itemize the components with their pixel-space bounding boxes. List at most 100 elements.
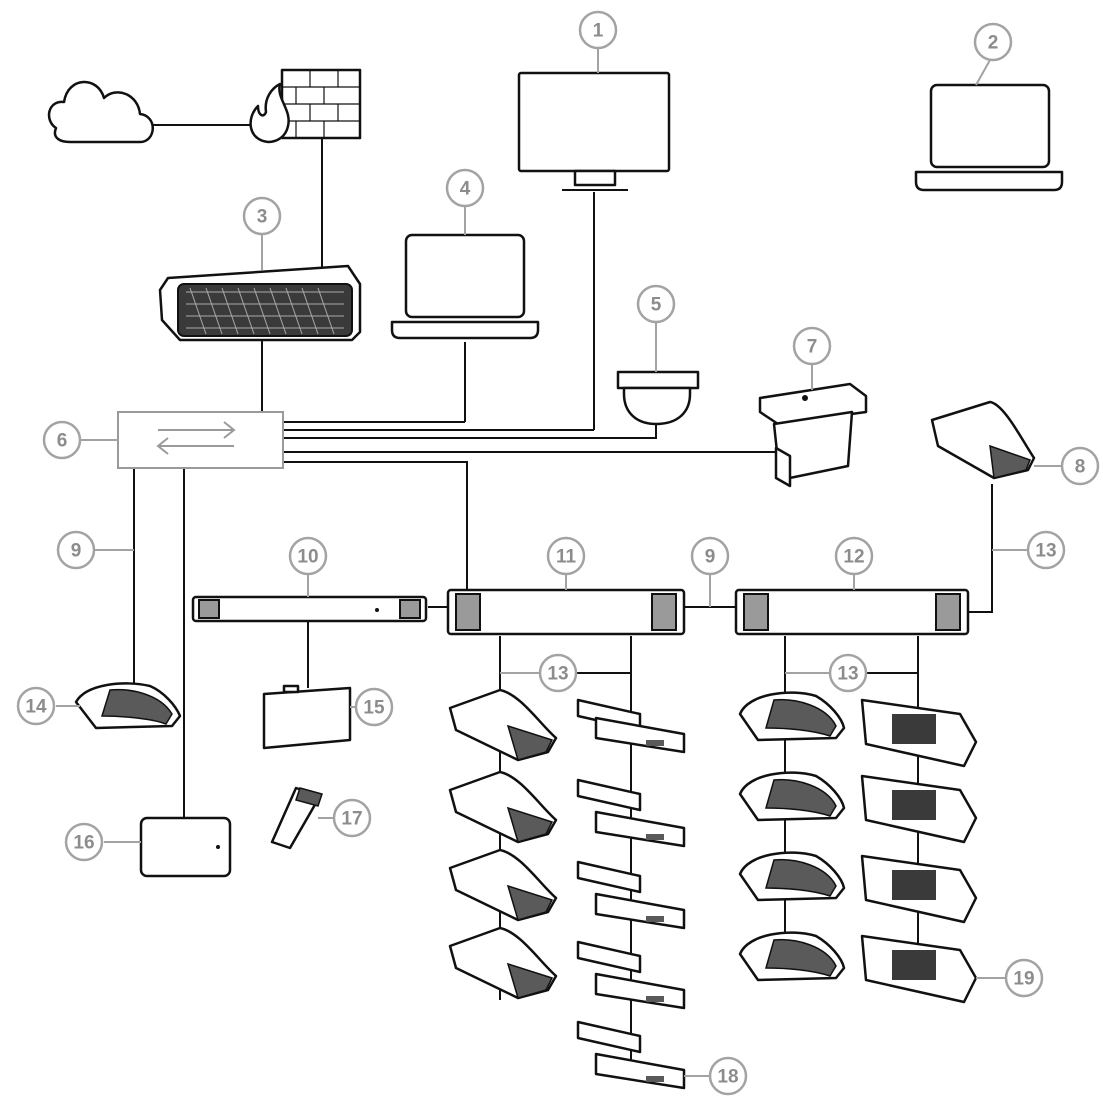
server-icon [158, 264, 362, 342]
dual-unit-icon [576, 698, 686, 754]
callout-1: 1 [578, 10, 618, 50]
touchscreen-device-icon [860, 934, 978, 1004]
callout-number: 9 [705, 547, 716, 568]
callout-number: 7 [807, 337, 818, 358]
callout-15: 15 [354, 687, 394, 727]
callout-circle [64, 822, 104, 862]
callout-number: 11 [556, 547, 577, 568]
callout-6: 6 [42, 420, 82, 460]
callout-13c: 13 [828, 653, 868, 693]
callout-number: 5 [651, 295, 662, 316]
callout-number: 13 [837, 664, 858, 685]
callout-circle [973, 22, 1013, 62]
callout-18: 18 [708, 1056, 748, 1096]
power-extender-icon [446, 588, 686, 636]
callout-number: 16 [73, 833, 94, 854]
dual-unit-icon [576, 860, 686, 930]
callout-16: 16 [64, 822, 104, 862]
callout-19: 19 [1004, 958, 1044, 998]
callout-circle [538, 653, 578, 693]
callout-circle [708, 1056, 748, 1096]
monitor-icon [517, 71, 671, 191]
callout-number: 8 [1075, 457, 1086, 478]
callout-9a: 9 [56, 530, 96, 570]
tablet-icon [139, 816, 232, 878]
callout-circle [636, 284, 676, 324]
firewall-icon [249, 68, 362, 144]
callout-17: 17 [332, 798, 372, 838]
discussion-device-icon [930, 400, 1036, 480]
callout-circle [1004, 958, 1044, 998]
callout-5: 5 [636, 284, 676, 324]
callout-number: 1 [593, 21, 604, 42]
callout-circle [445, 168, 485, 208]
callout-number: 10 [297, 547, 318, 568]
callout-circle [56, 530, 96, 570]
callout-11: 11 [546, 536, 586, 576]
callout-12: 12 [834, 536, 874, 576]
dome-camera-icon [616, 370, 700, 426]
callout-circle [546, 536, 586, 576]
discussion-device-icon [738, 691, 846, 742]
callout-number: 17 [341, 809, 362, 830]
callout-circle [242, 196, 282, 236]
multimedia-device-icon [448, 848, 558, 922]
flush-device-icon [758, 382, 868, 488]
touchscreen-device-icon [860, 774, 978, 844]
callout-number: 18 [717, 1067, 738, 1088]
callout-14: 14 [16, 686, 56, 726]
device-column-b [576, 698, 686, 1090]
control-unit-icon [191, 595, 428, 623]
laptop-icon [390, 233, 540, 340]
callout-number: 6 [57, 431, 68, 452]
network-switch-icon [117, 411, 284, 469]
callout-9b: 9 [690, 536, 730, 576]
callout-circle [834, 536, 874, 576]
device-column-d [860, 698, 978, 1004]
callout-circle [332, 798, 372, 838]
callout-number: 4 [460, 179, 471, 200]
dual-unit-icon [576, 1020, 686, 1090]
callout-circle [16, 686, 56, 726]
access-point-icon [262, 684, 352, 750]
callout-13b: 13 [538, 653, 578, 693]
wireless-mic-icon [270, 786, 323, 850]
callout-circle [288, 536, 328, 576]
callout-circle [354, 687, 394, 727]
callout-2: 2 [973, 22, 1013, 62]
callout-number: 15 [363, 698, 385, 719]
callout-number: 13 [1035, 541, 1056, 562]
callout-circle [828, 653, 868, 693]
device-column-a [448, 688, 558, 1000]
callout-number: 3 [257, 207, 268, 228]
callout-4: 4 [445, 168, 485, 208]
touchscreen-device-icon [860, 854, 978, 924]
callout-circle [1026, 530, 1066, 570]
callout-10: 10 [288, 536, 328, 576]
dual-unit-icon [576, 940, 686, 1010]
callout-number: 19 [1013, 969, 1034, 990]
dual-unit-icon [576, 778, 686, 848]
callout-circle [1060, 446, 1100, 486]
laptop-icon [914, 83, 1064, 192]
discussion-device-icon [74, 682, 182, 730]
callout-number: 2 [988, 33, 999, 54]
multimedia-device-icon [448, 770, 558, 844]
callout-circle [690, 536, 730, 576]
multimedia-device-icon [448, 688, 558, 762]
callout-number: 14 [25, 697, 47, 718]
callout-number: 13 [547, 664, 568, 685]
power-extender-icon [734, 588, 970, 636]
device-column-c [738, 691, 846, 982]
callout-circle [578, 10, 618, 50]
callout-13a: 13 [1026, 530, 1066, 570]
callout-number: 12 [843, 547, 864, 568]
callout-circle [792, 326, 832, 366]
callout-number: 9 [71, 541, 82, 562]
discussion-device-icon [738, 931, 846, 982]
callout-7: 7 [792, 326, 832, 366]
cloud-icon [47, 80, 154, 144]
multimedia-device-icon [448, 926, 558, 1000]
